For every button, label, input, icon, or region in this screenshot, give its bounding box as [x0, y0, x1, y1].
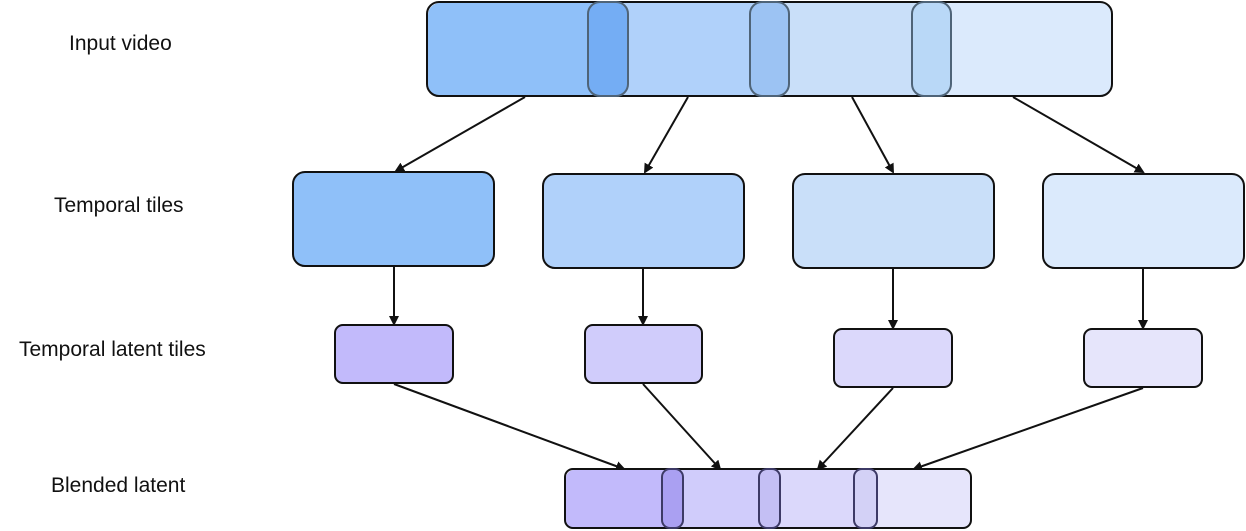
- blended-latent-overlap: [759, 470, 780, 528]
- blended-latent-overlap-outline: [758, 468, 781, 529]
- arrow: [393, 383, 626, 471]
- blended-latent-overlap-outline: [661, 468, 684, 529]
- input-video-overlap-outline: [587, 1, 629, 97]
- arrow: [394, 96, 526, 172]
- arrow: [816, 387, 894, 471]
- blended-latent-strip: [564, 468, 972, 529]
- temporal-tiles-label: Temporal tiles: [54, 194, 184, 217]
- input-video-overlap: [750, 3, 789, 96]
- temporal-latent-tiles: [334, 324, 1203, 388]
- blended-latent-label: Blended latent: [51, 474, 186, 497]
- arrow: [851, 96, 894, 174]
- arrow: [1012, 96, 1145, 173]
- blended-latent-overlap: [662, 470, 683, 528]
- blended-latent-segment: [566, 470, 683, 528]
- encode-arrows: [389, 267, 1148, 330]
- temporal-tile: [542, 173, 745, 269]
- temporal-latent-tile: [584, 324, 703, 384]
- temporal-latent-tile: [1083, 328, 1203, 388]
- arrow: [912, 387, 1144, 472]
- temporal-tiles: [292, 171, 1245, 269]
- temporal-latent-tiles-label: Temporal latent tiles: [19, 338, 206, 361]
- temporal-tile: [292, 171, 495, 267]
- input-video-strip: [426, 1, 1113, 97]
- blended-latent-overlap: [854, 470, 877, 528]
- arrow: [644, 96, 689, 174]
- temporal-latent-tile: [833, 328, 953, 388]
- input-video-overlap-outline: [911, 1, 952, 97]
- input-video-overlap-outline: [749, 1, 790, 97]
- blended-latent-segment: [866, 470, 970, 528]
- input-video-segment: [428, 3, 628, 96]
- temporal-tile: [1042, 173, 1245, 269]
- split-arrows: [394, 96, 1145, 174]
- input-video-label: Input video: [69, 32, 172, 55]
- blend-arrows: [393, 383, 1144, 472]
- input-video-overlap: [588, 3, 628, 96]
- input-video-overlap: [912, 3, 951, 96]
- temporal-latent-tile: [334, 324, 454, 384]
- arrow: [642, 383, 722, 471]
- input-video-segment: [940, 3, 1112, 96]
- temporal-tile: [792, 173, 995, 269]
- blended-latent-overlap-outline: [853, 468, 878, 529]
